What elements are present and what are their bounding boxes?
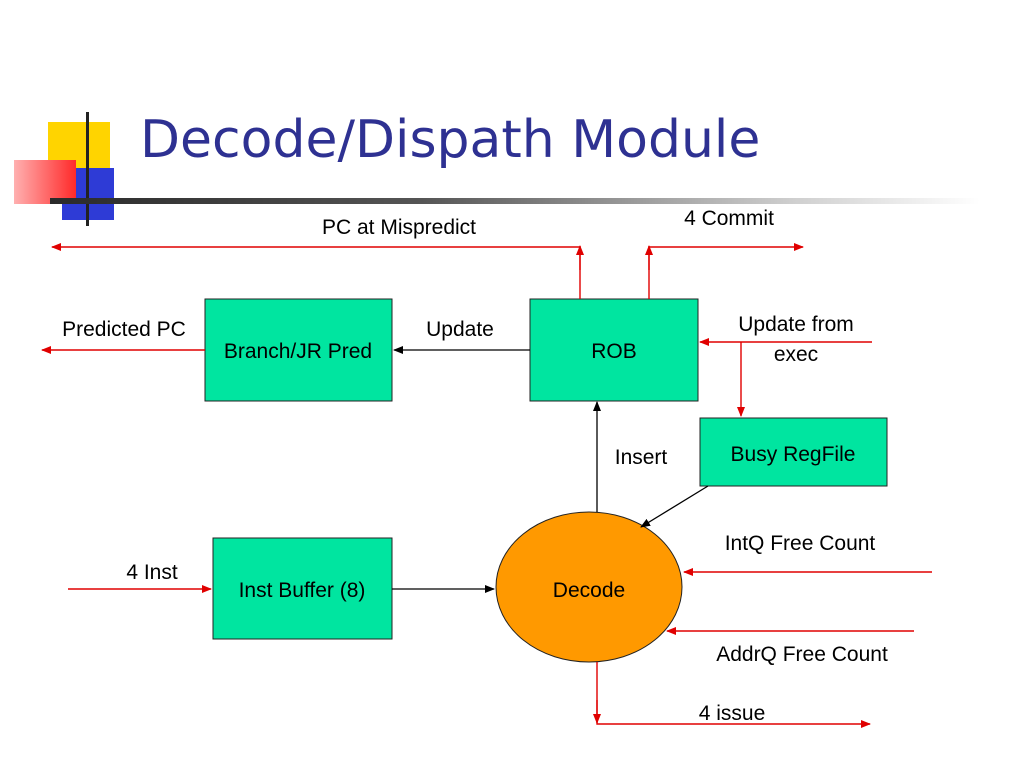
busy-regfile-label: Busy RegFile bbox=[731, 443, 856, 466]
label-issue: 4 issue bbox=[699, 702, 766, 725]
label-intq: IntQ Free Count bbox=[725, 532, 876, 555]
label-pc-mispredict: PC at Mispredict bbox=[322, 216, 476, 239]
label-inst4: 4 Inst bbox=[126, 561, 178, 584]
label-update-from-exec-1: Update from bbox=[738, 313, 854, 336]
branch-pred-label: Branch/JR Pred bbox=[224, 340, 372, 363]
label-commit: 4 Commit bbox=[684, 207, 774, 230]
label-update: Update bbox=[426, 318, 494, 341]
arrow-pc-mispredict bbox=[51, 243, 581, 299]
rob-label: ROB bbox=[591, 340, 637, 363]
inst-buffer-box bbox=[212, 537, 393, 640]
label-addrq: AddrQ Free Count bbox=[716, 643, 888, 666]
rob-box bbox=[529, 298, 699, 402]
inst-buffer-label: Inst Buffer (8) bbox=[239, 579, 366, 602]
decode-label: Decode bbox=[553, 579, 625, 602]
label-predicted-pc: Predicted PC bbox=[62, 318, 186, 341]
decode-ellipse bbox=[495, 511, 683, 663]
label-insert: Insert bbox=[615, 446, 668, 469]
logo-red-square bbox=[14, 160, 76, 204]
title-underline bbox=[50, 198, 980, 204]
slide-title: Decode/Dispath Module bbox=[140, 110, 761, 170]
branch-pred-box bbox=[204, 298, 393, 402]
busy-regfile-box bbox=[699, 417, 888, 487]
label-update-from-exec-2: exec bbox=[774, 343, 818, 366]
logo-vertical-line bbox=[86, 112, 89, 226]
arrow-commit bbox=[648, 243, 804, 299]
arrow-issue bbox=[596, 662, 871, 728]
arrow-busy-to-decode bbox=[640, 485, 709, 528]
